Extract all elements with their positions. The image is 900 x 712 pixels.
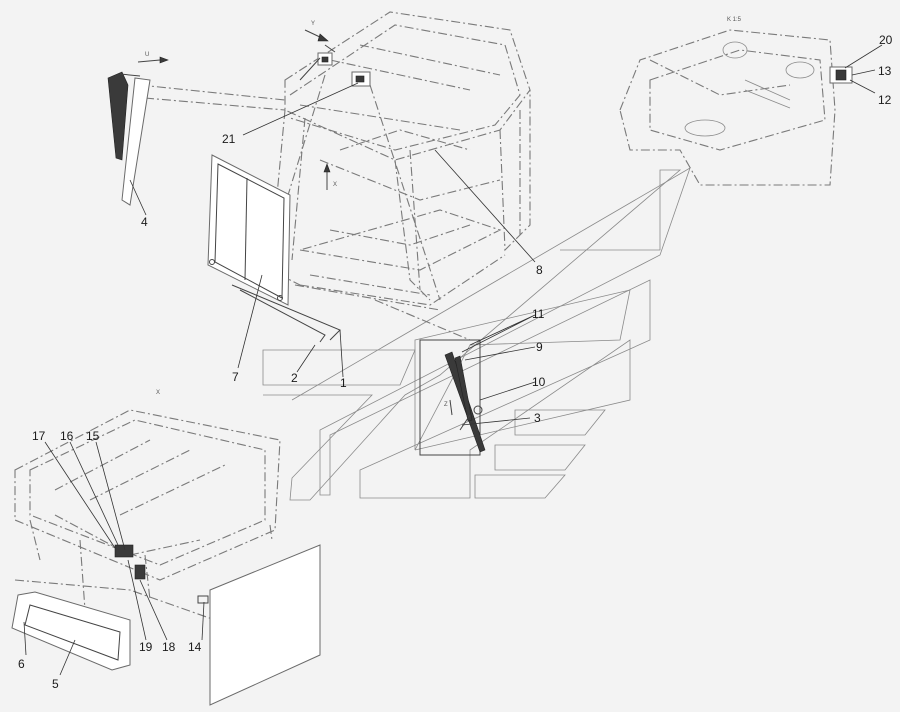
view-label-k: K 1:5: [727, 17, 742, 23]
callout-18: 18: [162, 640, 176, 654]
callout-numbers: 1 2 3 4 5 6 7 8 9 10 11 12 13 14 15 16 1…: [18, 33, 893, 691]
callout-21: 21: [222, 132, 236, 146]
callout-17: 17: [32, 429, 46, 443]
view-arrows: [137, 29, 453, 416]
right-wiper-assembly: [419, 339, 486, 456]
view-labels: U Y X X Z K 1:5: [145, 17, 742, 408]
callout-16: 16: [60, 429, 74, 443]
callout-2: 2: [291, 371, 298, 385]
side-panel: [197, 544, 321, 706]
rear-window-panel: [207, 154, 291, 306]
view-label-u: U: [145, 52, 149, 58]
callout-11: 11: [532, 307, 545, 321]
view-label-y: Y: [311, 21, 315, 27]
callout-4: 4: [141, 215, 148, 229]
view-x-detail: [14, 409, 281, 621]
callout-10: 10: [532, 375, 546, 389]
roof-components: [299, 44, 371, 87]
view-label-x-title: X: [156, 390, 160, 396]
left-wiper-assembly: [107, 71, 151, 206]
callout-1: 1: [340, 376, 347, 390]
callout-7: 7: [232, 370, 239, 384]
callout-14: 14: [188, 640, 202, 654]
cab-frame: [139, 11, 531, 341]
view-label-x-arrow: X: [333, 182, 337, 188]
view-label-z: Z: [444, 402, 448, 408]
callout-8: 8: [536, 263, 543, 277]
view-k-detail: [619, 29, 853, 186]
callout-20: 20: [879, 33, 893, 47]
callout-12: 12: [878, 93, 892, 107]
background-chevrons: [262, 167, 691, 501]
callout-15: 15: [86, 429, 100, 443]
callout-5: 5: [52, 677, 59, 691]
callout-3: 3: [534, 411, 541, 425]
callout-6: 6: [18, 657, 25, 671]
callout-19: 19: [139, 640, 153, 654]
leader-lines: [23, 44, 883, 676]
step-assembly: [11, 591, 131, 671]
callout-9: 9: [536, 340, 543, 354]
callout-13: 13: [878, 64, 892, 78]
